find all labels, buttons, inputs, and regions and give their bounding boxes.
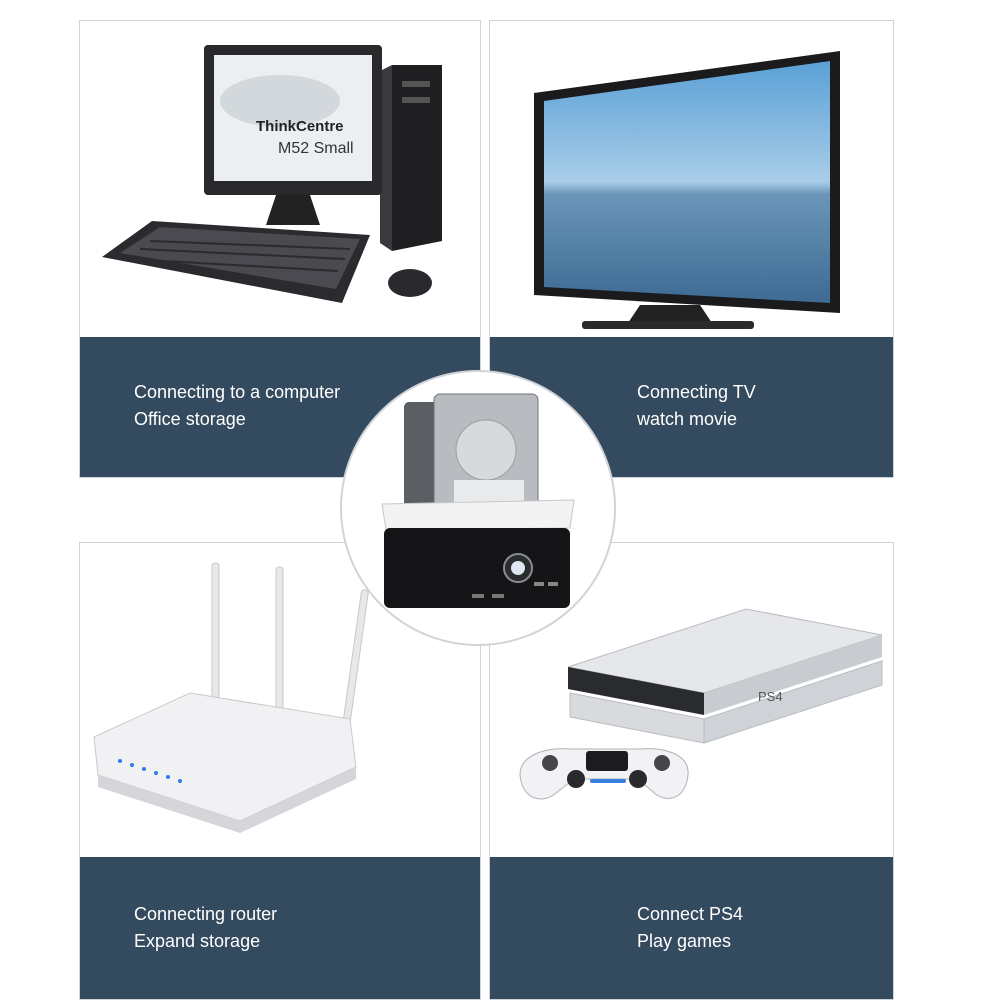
tv-image [490,21,893,339]
docking-station-image [381,393,575,608]
computer-image: ThinkCentre M52 Small [80,21,480,339]
card-tv: Connecting TV watch movie [489,20,894,478]
card-computer: ThinkCentre M52 Small Connecting to a co… [79,20,481,478]
caption-subtitle: Office storage [134,409,246,429]
caption-title: Connect PS4 [637,904,744,924]
caption-title: Connecting TV [637,382,756,402]
caption: Connecting TV watch movie [637,379,756,433]
caption-title: Connecting to a computer [134,382,341,402]
caption-panel: Connecting router Expand storage [80,857,480,999]
card-ps4: PS4 Connect PS4 Play games [489,542,894,1000]
caption-subtitle: Expand storage [134,931,261,951]
caption: Connecting to a computer Office storage [134,379,340,433]
caption-title: Connecting router [134,904,278,924]
monitor-brand: ThinkCentre [256,118,344,135]
console-label: PS4 [758,689,783,704]
monitor-model: M52 Small [278,140,354,157]
caption-panel: Connect PS4 Play games [490,857,893,999]
caption-subtitle: watch movie [637,409,738,429]
caption: Connecting router Expand storage [134,901,277,955]
caption-subtitle: Play games [637,931,732,951]
caption: Connect PS4 Play games [637,901,743,955]
docking-station-circle [340,370,616,646]
